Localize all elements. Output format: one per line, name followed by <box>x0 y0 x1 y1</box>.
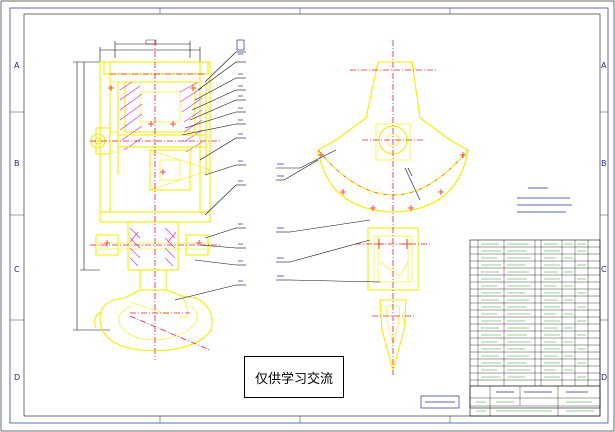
arc-markers <box>318 152 466 211</box>
hook-assembly-section-view <box>73 39 246 360</box>
title-block <box>469 385 601 417</box>
parts-list-columns <box>477 240 589 386</box>
parts-list-table <box>469 239 601 409</box>
drawing-number-box <box>420 395 460 409</box>
zone-label-left-d: D <box>14 373 20 382</box>
zone-ticks <box>10 8 608 423</box>
sheave-hatching <box>119 81 203 153</box>
top-dimensions <box>99 39 201 62</box>
section-centerlines <box>90 40 220 360</box>
zone-label-left-c: C <box>14 265 20 274</box>
side-view-marks <box>277 163 284 277</box>
technical-requirements <box>517 187 572 213</box>
left-dimensions <box>73 61 110 331</box>
nut-hatching <box>129 227 177 267</box>
drawing-border <box>9 7 609 424</box>
zone-label-left-a: A <box>14 61 20 70</box>
part-number-marks <box>236 39 245 282</box>
watermark-notice: 仅供学习交流 <box>244 356 344 398</box>
part-leader-lines <box>174 51 246 301</box>
section-markers <box>104 85 202 246</box>
side-view-centerlines <box>350 40 436 375</box>
zone-label-right-b: B <box>601 159 607 168</box>
parts-list-entries <box>481 243 586 378</box>
hook-block-side-view <box>276 40 469 375</box>
side-view-leaders <box>276 149 381 283</box>
zone-label-left-b: B <box>14 159 20 168</box>
zone-label-right-d: D <box>601 373 607 382</box>
zone-label-right-c: C <box>601 265 607 274</box>
zone-label-right-a: A <box>601 61 607 70</box>
